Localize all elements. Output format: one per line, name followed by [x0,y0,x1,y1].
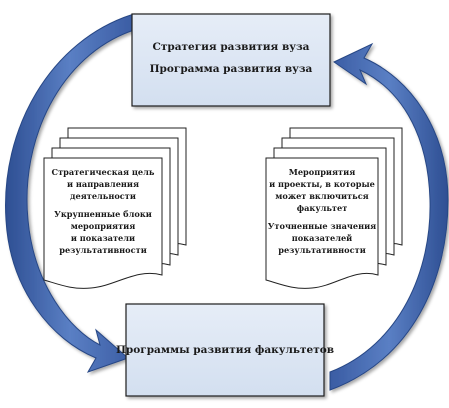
left-document-line-7: результативности [59,245,147,255]
top-box-line-1: Стратегия развития вуза [153,41,310,53]
right-document-line-3: может включиться [275,191,368,201]
left-document-line-1: Стратегическая цель [52,167,155,177]
right-document-line-4: факультет [297,203,348,213]
top-box: Стратегия развития вуза Программа развит… [131,13,331,107]
left-document-line-3: деятельности [70,191,136,201]
right-document-line-6: показателей [292,233,353,243]
right-document-line-5: Уточненные значения [268,221,376,231]
left-cycle-arrow [5,13,135,373]
right-document-line-2: и проекты, в которые [269,179,375,189]
left-document-line-2: и направления [67,179,139,189]
right-cycle-arrow [329,42,449,391]
top-box-line-2: Программа развития вуза [150,63,313,75]
left-document-stack: Стратегическая цель и направления деятельн… [43,127,187,289]
right-document-line-7: результативности [278,245,366,255]
right-document-front [265,157,379,289]
bottom-box-label: Программы развития факультетов [116,344,334,356]
left-document-front [43,157,163,289]
left-document-line-4: Укрупненные блоки [54,209,152,219]
left-document-line-5: мероприятия [71,221,136,231]
bottom-box: Программы развития факультетов [116,303,334,397]
right-document-stack: Мероприятия и проекты, в которые может вкл… [265,127,403,289]
left-document-line-6: и показатели [71,233,135,243]
right-document-line-1: Мероприятия [289,167,356,177]
